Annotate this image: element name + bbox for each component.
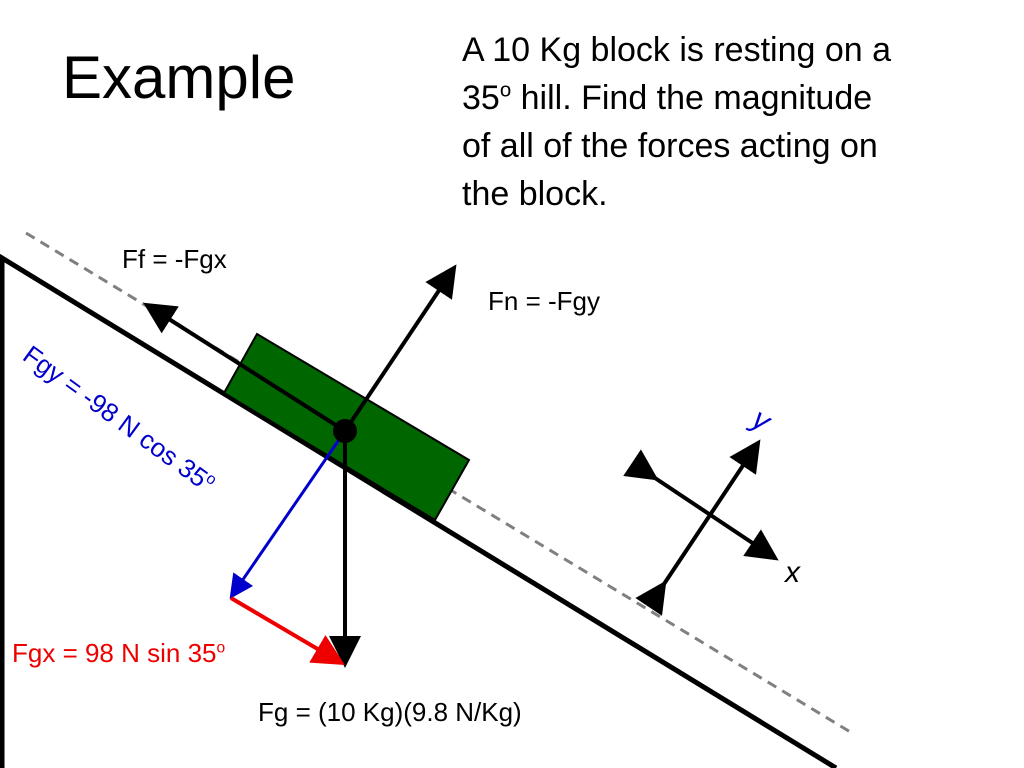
problem-line-2-rest: hill. Find the magnitude <box>511 79 873 117</box>
normal-force-arrow <box>343 264 457 433</box>
fgx-label-text: Fgx = 98 N sin 35 <box>12 638 217 668</box>
fgx-vector <box>229 596 345 666</box>
problem-angle: 35 <box>462 79 500 117</box>
problem-line-1: A 10 Kg block is resting on a <box>462 31 892 69</box>
friction-arrow <box>143 302 347 433</box>
fgy-vector <box>229 430 347 599</box>
problem-line-2: 35o hill. Find the magnitude <box>462 74 1002 122</box>
problem-statement: A 10 Kg block is resting on a 35o hill. … <box>462 26 1002 218</box>
problem-line-4: the block. <box>462 175 608 213</box>
axis-y-arrow <box>635 439 761 616</box>
slide-title: Example <box>62 44 296 111</box>
weight-label: Fg = (10 Kg)(9.8 N/Kg) <box>258 697 522 727</box>
normal-force-label: Fn = -Fgy <box>488 286 600 316</box>
problem-line-3: of all of the forces acting on <box>462 127 878 165</box>
incline-surface <box>0 253 838 768</box>
friction-label: Ff = -Fgx <box>122 244 227 274</box>
pivot-point <box>333 419 357 443</box>
fgx-label: Fgx = 98 N sin 35o <box>12 640 225 666</box>
axis-x-arrow <box>623 449 779 561</box>
axis-x-label: x <box>785 556 800 589</box>
degree-symbol: o <box>499 79 512 102</box>
fgx-degree-symbol: o <box>216 639 226 657</box>
